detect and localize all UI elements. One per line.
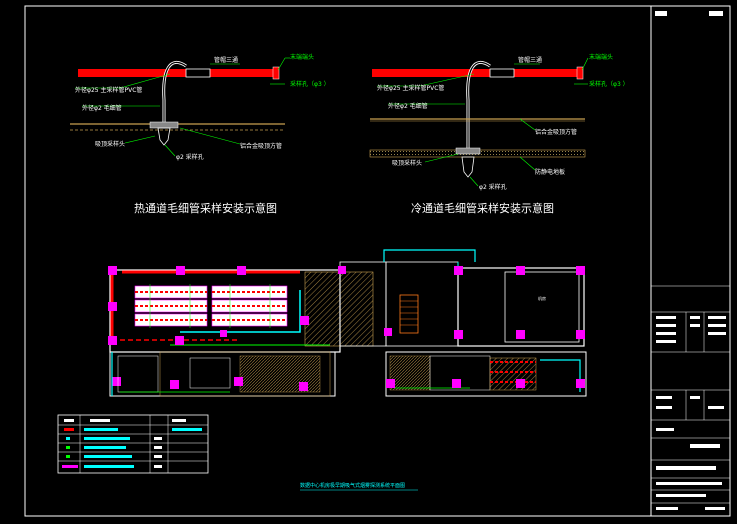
drawing-frame: [24, 5, 731, 517]
cold-capillary-label: 外径φ2 毛细管: [388, 102, 428, 110]
cold-aisle-diagram: 外径φ25 主采样管PVC管 外径φ2 毛细管 管帽三通 末端端头 采样孔（φ3…: [369, 53, 629, 215]
cold-fitting-label: φ2 采样孔: [479, 183, 507, 191]
tee-hot: [185, 68, 211, 78]
hot-capillary-label: 外径φ2 毛细管: [82, 104, 122, 112]
cold-nozzle-label: 吸顶采样头: [392, 159, 422, 167]
cold-pipe-label: 外径φ25 主采样管PVC管: [377, 84, 444, 92]
cold-diagram-caption: 冷通道毛细管采样安装示意图: [411, 201, 554, 215]
legend-table: [57, 414, 209, 474]
endcap-cold: [576, 66, 584, 80]
room-label: 机房: [538, 295, 546, 301]
hot-hole-label: 采样孔（φ3 ）: [290, 80, 330, 88]
hot-diagram-caption: 热通道毛细管采样安装示意图: [134, 201, 277, 215]
hot-aisle-diagram: 外径φ25 主采样管PVC管 外径φ2 毛细管 管帽三通 末端端头 采样孔（φ3…: [70, 53, 330, 215]
tee-cold: [489, 68, 515, 78]
cold-floor-label: 防静电地板: [535, 168, 565, 176]
hot-endcap-label: 末端端头: [290, 53, 314, 61]
hot-pipe-label: 外径φ25 主采样管PVC管: [75, 86, 142, 94]
column-markers-right: [338, 266, 585, 388]
ceiling-nozzle-cold: [455, 147, 481, 155]
hatched-area-right: [489, 357, 537, 391]
column-markers-left: [108, 266, 309, 391]
hot-fitting-label: φ2 采样孔: [176, 153, 204, 161]
hot-nozzle-label: 吸顶采样头: [95, 140, 125, 148]
floorplan-title: 数据中心机房极早期吸气式烟雾探测系统平面图: [300, 482, 405, 489]
main-pipe-hot: [78, 69, 278, 77]
rack-rows: [134, 284, 288, 328]
cold-endcap-label: 末端端头: [589, 53, 613, 61]
cold-tee-label: 管帽三通: [518, 56, 542, 64]
title-block: [651, 11, 730, 510]
floor-plan: 机房: [108, 249, 587, 397]
ceiling-nozzle-hot: [149, 121, 179, 129]
main-pipe-cold: [372, 69, 582, 77]
hot-tee-label: 管帽三通: [214, 56, 238, 64]
cold-hole-label: 采样孔（φ3 ）: [589, 80, 629, 88]
cold-ceiling-label: 铝合金吸顶方管: [535, 128, 577, 136]
hot-ceiling-label: 铝合金吸顶方管: [240, 142, 282, 150]
stair: [399, 294, 419, 334]
hatched-area-left: [304, 271, 374, 347]
endcap-hot: [272, 66, 280, 80]
